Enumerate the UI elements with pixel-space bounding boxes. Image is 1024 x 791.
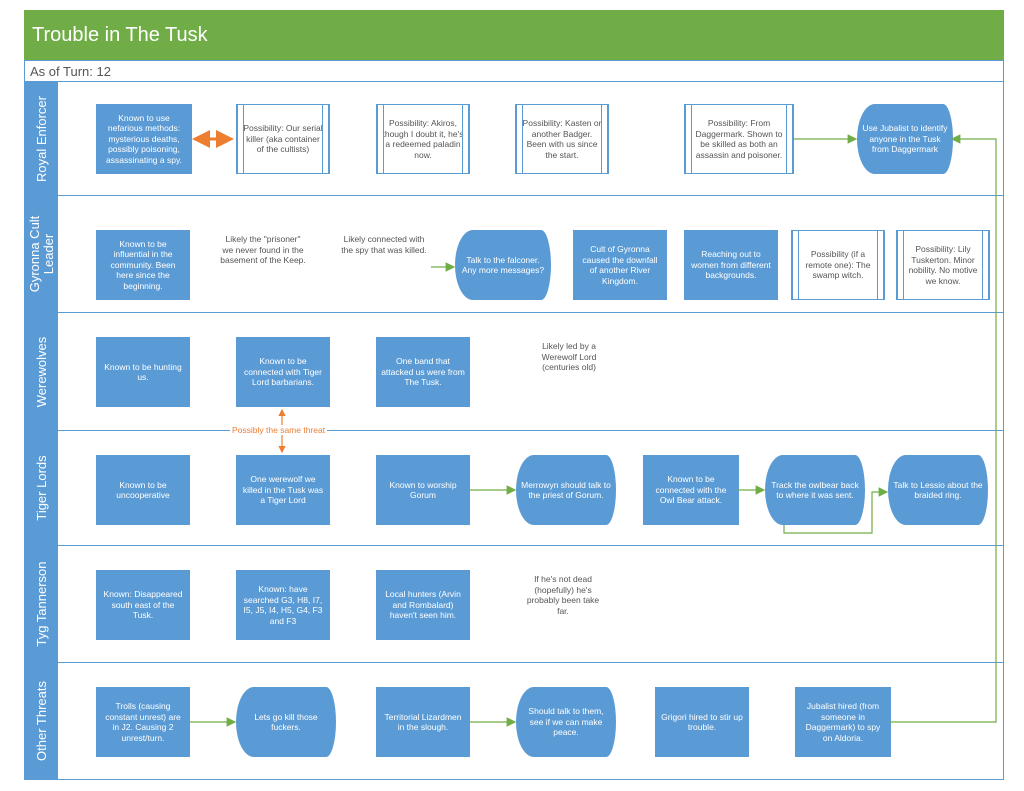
flow-node-text: Merrowyn should talk to the priest of Go… [521, 479, 611, 501]
flow-node-doc: Likely the "prisoner" we never found in … [215, 230, 311, 304]
flow-node-store: Merrowyn should talk to the priest of Go… [516, 455, 616, 525]
flow-node-text: Talk to the falconer. Any more messages? [461, 254, 545, 276]
flow-node-text: Possibility: Akiros, though I doubt it, … [382, 118, 464, 160]
flow-node-text: One werewolf we killed in the Tusk was a… [242, 474, 324, 506]
flow-node-text: Possibility: Kasten or another Badger. B… [522, 118, 602, 160]
flow-node-text: Possibility (if a remote one): The swamp… [805, 249, 871, 281]
flow-node-proc: Territorial Lizardmen in the slough. [376, 687, 470, 757]
lane-other-threats: Other Threats Trolls (causing constant un… [24, 663, 1004, 780]
flow-node-proc: Known to be connected with the Owl Bear … [643, 455, 739, 525]
flow-node-proc: Known: have searched G3, H8, I7, I5, J5,… [236, 570, 330, 640]
flow-node-proc: One werewolf we killed in the Tusk was a… [236, 455, 330, 525]
flow-node-text: Cult of Gyronna caused the downfall of a… [582, 244, 658, 286]
flow-node-proc: Known to be hunting us. [96, 337, 190, 407]
lane-header: Other Threats [25, 663, 58, 779]
flow-node-doc: Likely connected with the spy that was k… [336, 230, 432, 304]
flow-node-store: Track the owlbear back to where it was s… [765, 455, 865, 525]
flow-node-store: Talk to the falconer. Any more messages? [455, 230, 551, 300]
flow-node-proc: Cult of Gyronna caused the downfall of a… [573, 230, 667, 300]
flow-node-text: Grigori hired to stir up trouble. [661, 711, 743, 733]
flow-node-pred: Possibility: From Daggermark. Shown to b… [684, 104, 794, 174]
flow-node-proc: Known to be uncooperative [96, 455, 190, 525]
flow-node-store: Use Jubalist to identify anyone in the T… [857, 104, 953, 174]
flow-node-proc: Known to be influential in the community… [96, 230, 190, 300]
flow-node-text: Known to be connected with Tiger Lord ba… [244, 356, 322, 388]
flow-node-text: One band that attacked us were from The … [381, 356, 465, 388]
flow-node-text: Jubalist hired (from someone in Daggerma… [805, 701, 881, 743]
flow-node-pred: Possibility: Our serial killer (aka cont… [236, 104, 330, 174]
flow-node-text: Possibility: Lily Tuskerton. Minor nobil… [908, 244, 978, 286]
flow-node-text: Known to be uncooperative [116, 479, 170, 501]
flow-node-pred: Possibility: Akiros, though I doubt it, … [376, 104, 470, 174]
lane-header: Tiger Lords [25, 431, 58, 545]
diagram-frame: Trouble in The Tusk As of Turn: 12 Royal… [24, 10, 1004, 780]
lane-label: Royal Enforcer [33, 95, 49, 182]
lane-label: Tyg Tannerson [33, 561, 49, 647]
flow-node-text: Known: Disappeared south east of the Tus… [103, 589, 183, 621]
flow-node-pred: Possibility (if a remote one): The swamp… [791, 230, 885, 300]
lane-tiger-lords: Tiger Lords Known to be uncooperative One … [24, 431, 1004, 546]
flow-node-text: Territorial Lizardmen in the slough. [384, 711, 462, 733]
lane-header: Royal Enforcer [25, 82, 58, 195]
lane-royal-enforcer: Royal Enforcer Known to use nefarious met… [24, 82, 1004, 196]
flow-node-proc: Known to be connected with Tiger Lord ba… [236, 337, 330, 407]
flow-node-proc: One band that attacked us were from The … [376, 337, 470, 407]
lane-label: Tiger Lords [33, 455, 49, 521]
flow-node-proc: Reaching out to women from different bac… [684, 230, 778, 300]
flow-node-pred: Possibility: Kasten or another Badger. B… [515, 104, 609, 174]
lane-label: Werewolves [33, 336, 49, 407]
flow-node-text: Known to be connected with the Owl Bear … [655, 474, 727, 506]
flow-node-text: Known to be influential in the community… [110, 238, 176, 291]
flow-node-pred: Possibility: Lily Tuskerton. Minor nobil… [896, 230, 990, 300]
flow-node-store: Lets go kill those fuckers. [236, 687, 336, 757]
flow-node-text: Lets go kill those fuckers. [254, 711, 318, 733]
flow-node-text: Local hunters (Arvin and Rombalard) have… [385, 589, 461, 621]
annotation-label: Possibly the same threat [230, 425, 328, 435]
flow-node-proc: Local hunters (Arvin and Rombalard) have… [376, 570, 470, 640]
flow-node-text: If he's not dead (hopefully) he's probab… [526, 574, 600, 616]
flow-node-text: Reaching out to women from different bac… [691, 249, 771, 281]
flow-node-proc: Known: Disappeared south east of the Tus… [96, 570, 190, 640]
lane-header: Werewolves [25, 313, 58, 430]
flow-node-text: Use Jubalist to identify anyone in the T… [862, 123, 948, 155]
flow-node-text: Known to be hunting us. [104, 361, 182, 383]
flow-node-text: Possibility: Our serial killer (aka cont… [243, 123, 323, 155]
lane-werewolves: Werewolves Known to be hunting us. Known t… [24, 313, 1004, 431]
flow-node-text: Likely led by a Werewolf Lord (centuries… [541, 341, 597, 372]
flow-node-proc: Grigori hired to stir up trouble. [655, 687, 749, 757]
flow-node-text: Trolls (causing constant unrest) are in … [105, 701, 181, 743]
flow-node-store: Should talk to them, see if we can make … [516, 687, 616, 757]
flow-node-text: Known to use nefarious methods: mysterio… [106, 112, 182, 165]
flow-node-store: Talk to Lessio about the braided ring. [888, 455, 988, 525]
turn-indicator: As of Turn: 12 [24, 60, 1004, 82]
flow-node-doc: Likely led by a Werewolf Lord (centuries… [522, 337, 616, 411]
flow-node-text: Should talk to them, see if we can make … [528, 706, 604, 738]
diagram-title: Trouble in The Tusk [24, 10, 1004, 60]
flow-node-text: Likely the "prisoner" we never found in … [220, 234, 306, 265]
flow-node-proc: Known to use nefarious methods: mysterio… [96, 104, 192, 174]
lane-label: Other Threats [33, 681, 49, 761]
lane-tyg-tannerson: Tyg Tannerson Known: Disappeared south ea… [24, 546, 1004, 663]
lane-header: Tyg Tannerson [25, 546, 58, 662]
flow-node-proc: Trolls (causing constant unrest) are in … [96, 687, 190, 757]
flow-node-text: Possibility: From Daggermark. Shown to b… [695, 118, 783, 160]
flow-node-proc: Jubalist hired (from someone in Daggerma… [795, 687, 891, 757]
flow-node-text: Known: have searched G3, H8, I7, I5, J5,… [243, 584, 323, 626]
flow-node-text: Talk to Lessio about the braided ring. [893, 479, 983, 501]
flow-node-text: Track the owlbear back to where it was s… [771, 479, 859, 501]
flow-node-doc: If he's not dead (hopefully) he's probab… [516, 570, 610, 644]
flow-node-text: Likely connected with the spy that was k… [341, 234, 427, 255]
flow-node-proc: Known to worship Gorum [376, 455, 470, 525]
flow-node-text: Known to worship Gorum [389, 479, 457, 501]
